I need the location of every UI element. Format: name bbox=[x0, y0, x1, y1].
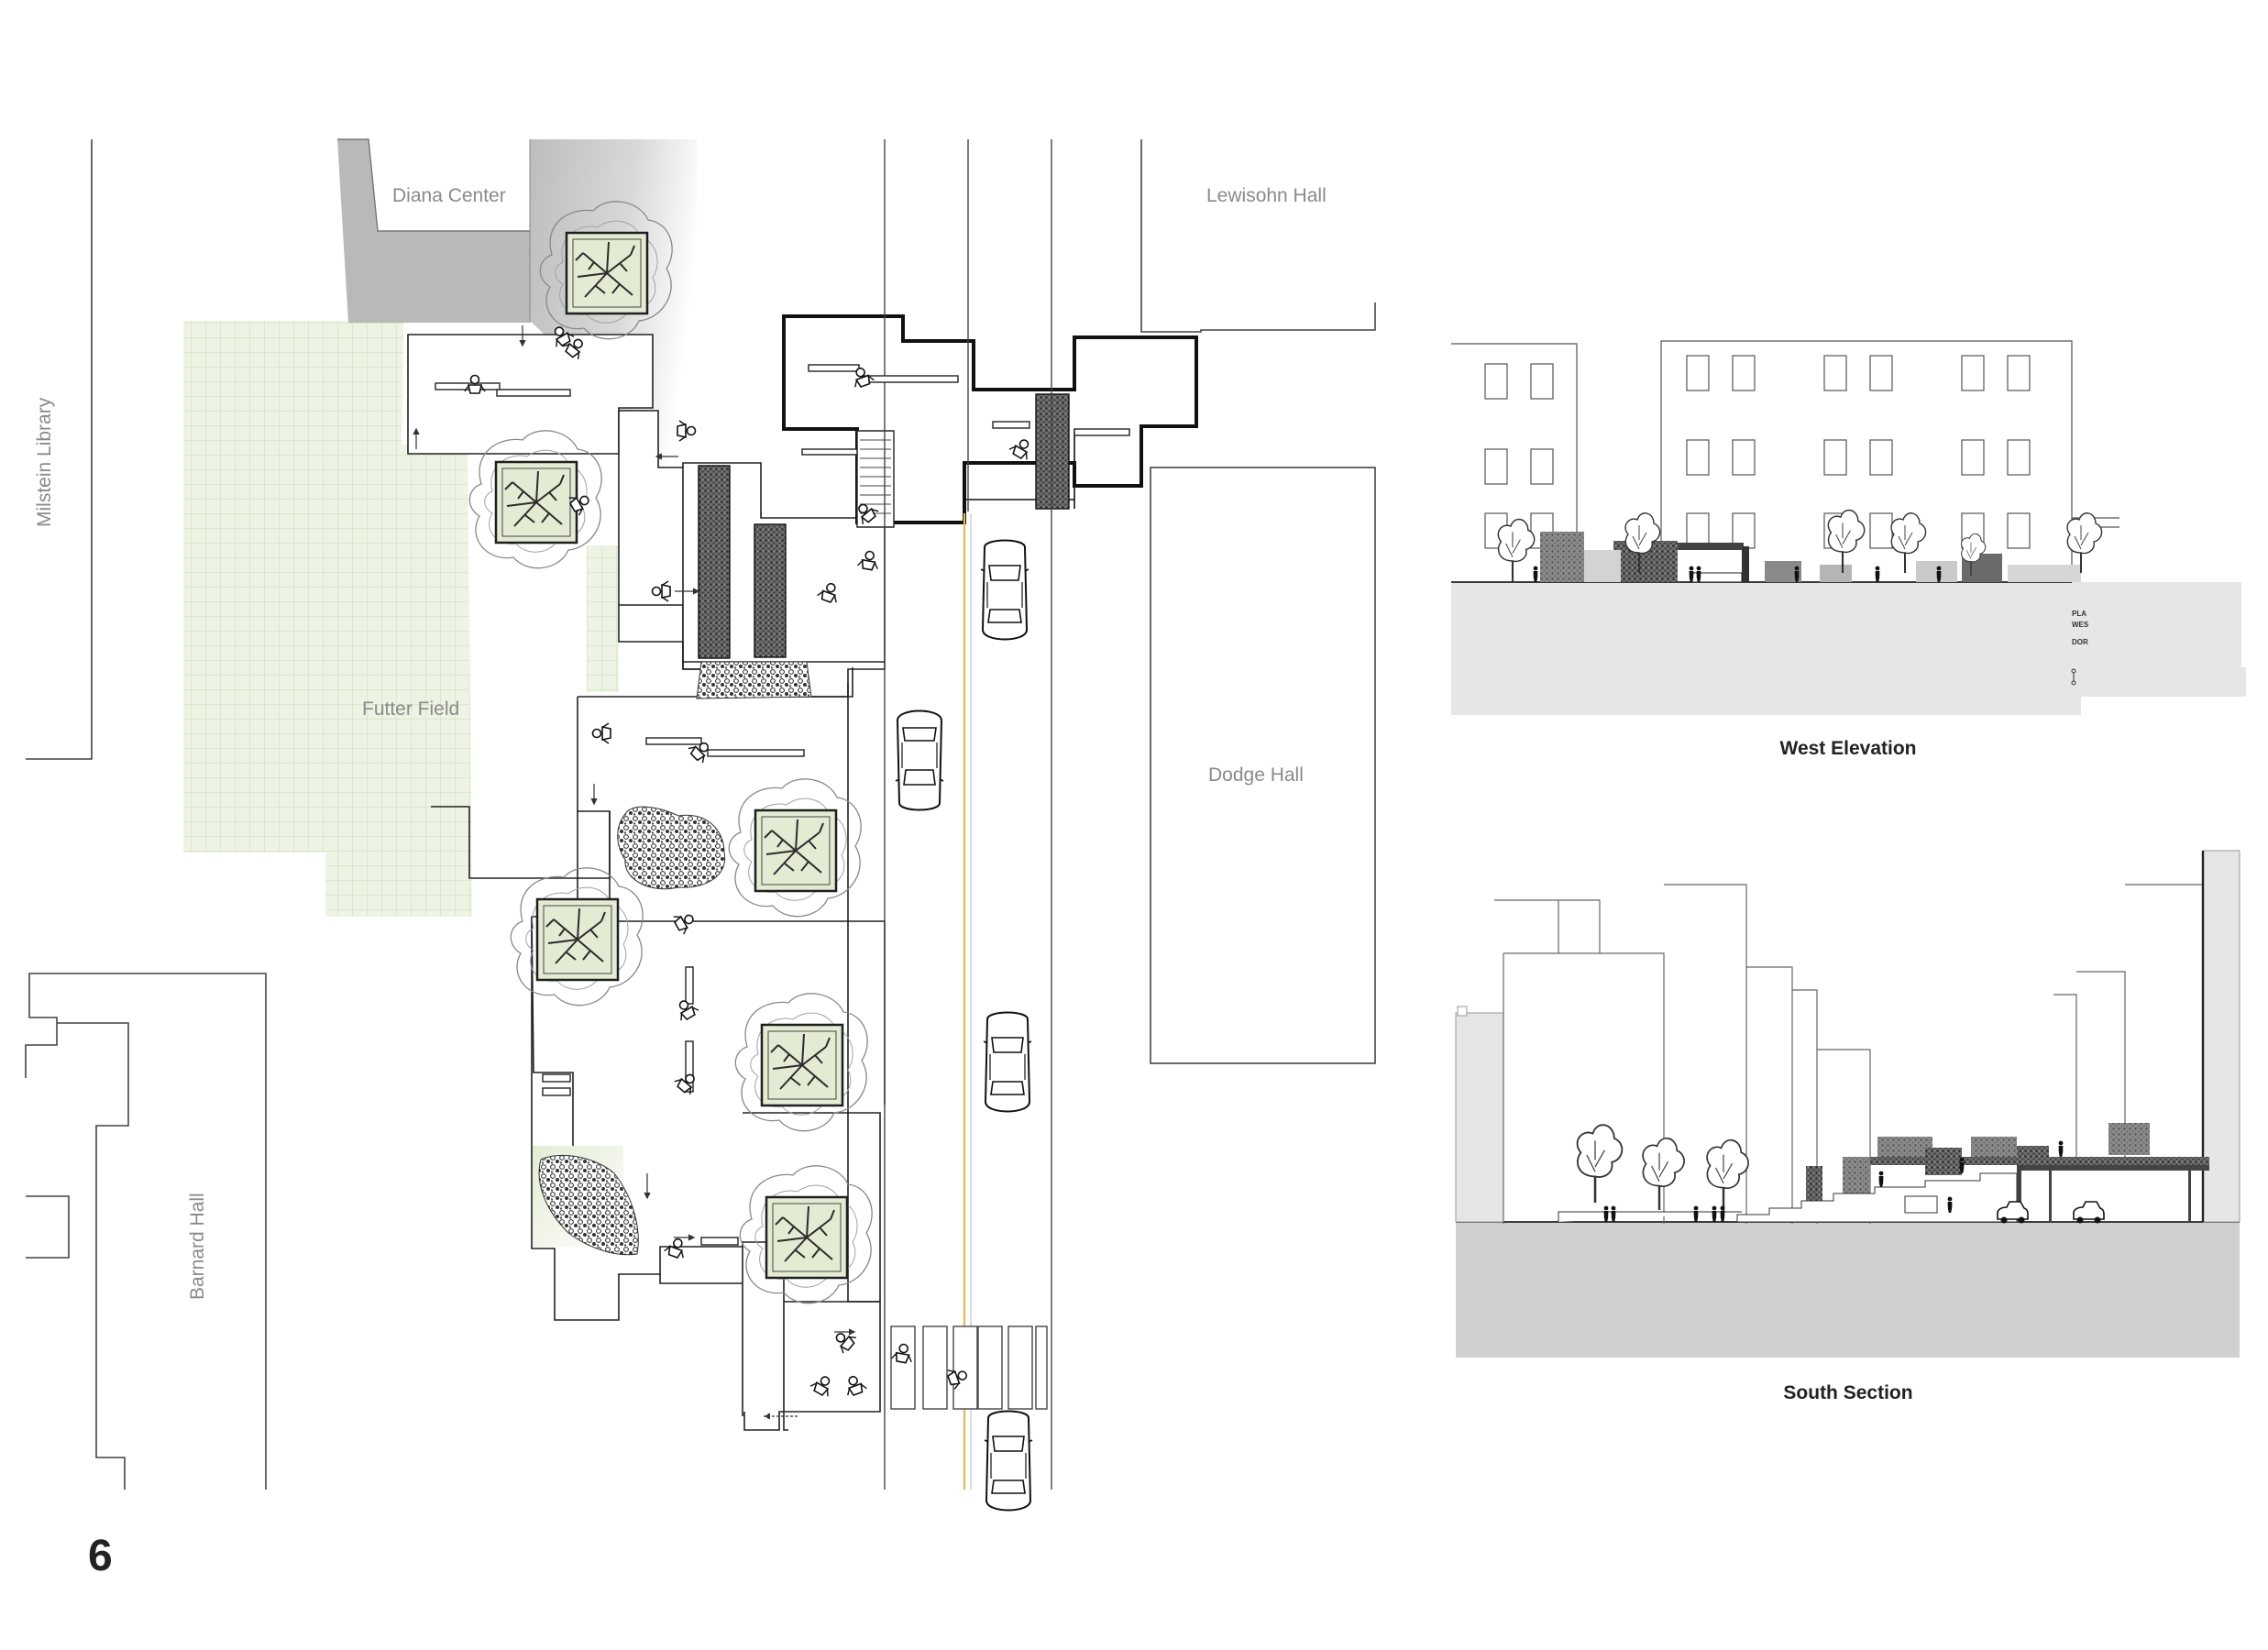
barnard-hall-outline bbox=[25, 973, 267, 1490]
futter-field-area bbox=[183, 321, 623, 1247]
crosswalk bbox=[890, 1326, 1048, 1410]
west-elevation-side-text-2: WES bbox=[2072, 621, 2089, 629]
upper-plaza bbox=[782, 314, 1198, 528]
dodge-hall-label: Dodge Hall bbox=[1208, 764, 1304, 786]
planting-beds bbox=[538, 661, 812, 1256]
west-elevation-side-text-1: PLA bbox=[2072, 610, 2086, 618]
south-section-trees bbox=[1576, 1123, 1750, 1214]
west-elevation: PLA WES DOR West Elevation bbox=[1451, 340, 2246, 759]
south-section: South Section bbox=[1455, 850, 2240, 1403]
west-elevation-caption: West Elevation bbox=[1780, 738, 1917, 759]
milstein-library-outline bbox=[26, 139, 93, 760]
lewisohn-hall-label: Lewisohn Hall bbox=[1206, 185, 1327, 206]
south-section-ground bbox=[1456, 1222, 2240, 1358]
south-section-caption: South Section bbox=[1783, 1382, 1912, 1403]
lewisohn-hall-outline bbox=[1140, 139, 1376, 333]
west-elevation-pavilion bbox=[1540, 532, 2081, 583]
north-arrow-marker bbox=[2071, 668, 2076, 686]
circulation-arrows bbox=[413, 325, 856, 1420]
diana-center-label: Diana Center bbox=[392, 185, 506, 206]
site-plan: Diana Center Lewisohn Hall Futter Field … bbox=[25, 138, 1376, 1512]
futter-field-label: Futter Field bbox=[362, 698, 459, 720]
west-elevation-side-text-3: DOR bbox=[2072, 638, 2088, 646]
south-section-canopy bbox=[1806, 1123, 2209, 1222]
paving-strips bbox=[698, 465, 787, 659]
barnard-hall-label: Barnard Hall bbox=[187, 1193, 208, 1300]
dodge-hall-outline bbox=[1150, 467, 1376, 1064]
page-number: 6 bbox=[88, 1532, 113, 1580]
milstein-library-label: Milstein Library bbox=[34, 397, 55, 527]
south-section-stairs bbox=[1558, 1172, 2018, 1223]
